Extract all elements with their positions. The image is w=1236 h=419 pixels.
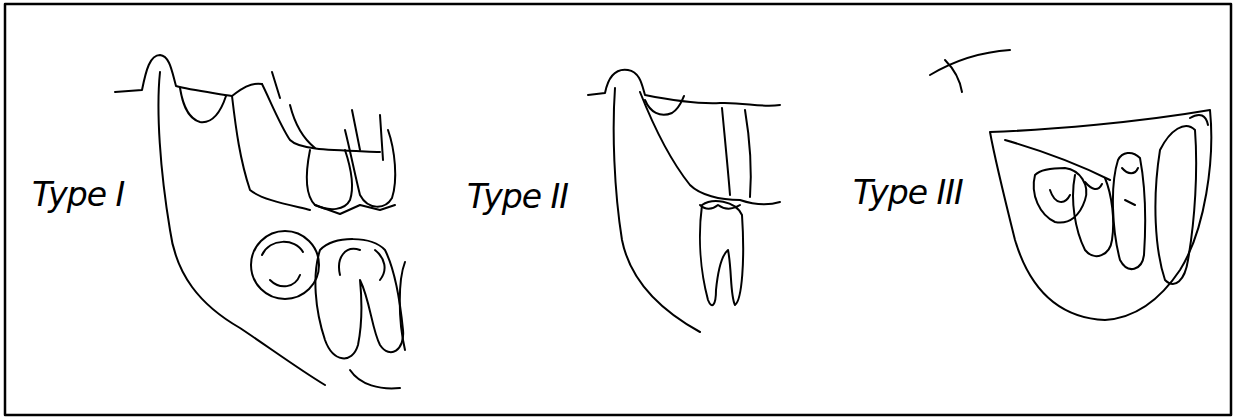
type-label: Type II — [467, 180, 568, 213]
figure-frame — [5, 4, 1231, 415]
mandible-drawing-type-3 — [930, 50, 1211, 320]
type-label: Type I — [32, 178, 124, 211]
mandible-drawing-type-1 — [115, 55, 405, 388]
mandible-drawing-type-2 — [588, 70, 780, 332]
type-label: Type III — [853, 176, 963, 209]
